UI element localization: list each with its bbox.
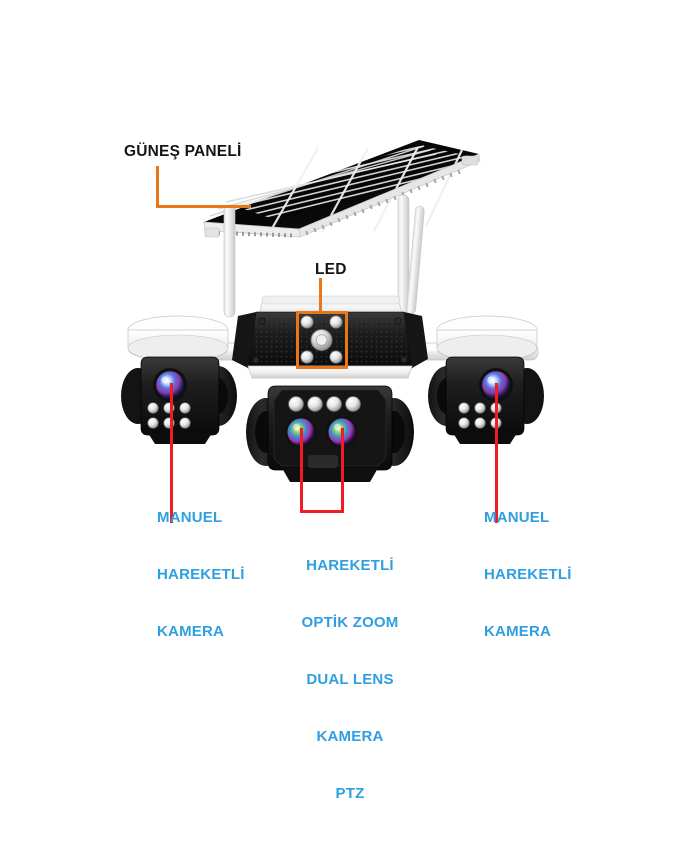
left-camera-led-grid: [147, 402, 191, 429]
left-camera-leader-line: [170, 383, 173, 523]
floodlight-led-array: [300, 315, 343, 364]
ptz-label-line-4: KAMERA: [316, 728, 384, 745]
right-camera-label: MANUEL HAREKETLİ KAMERA: [484, 470, 572, 679]
solar-panel: [203, 140, 481, 238]
ptz-dual-lens-module: [246, 385, 414, 482]
ptz-label-line-5: PTZ: [335, 785, 365, 802]
solar-panel-leader-horizontal: [156, 205, 251, 208]
right-manual-camera: [428, 315, 544, 444]
ptz-camera-label: HAREKETLİ OPTİK ZOOM DUAL LENS KAMERA PT…: [260, 518, 440, 841]
left-camera-label-line-1: MANUEL: [157, 509, 223, 526]
right-camera-label-line-3: KAMERA: [484, 623, 552, 640]
illustration-canvas: GÜNEŞ PANELİ LED MANUEL HAREKETLİ KAMERA…: [121, 140, 572, 802]
product-illustration: [121, 140, 544, 482]
ptz-label-line-3: DUAL LENS: [306, 671, 394, 688]
ptz-leader-line-left: [300, 428, 303, 512]
ptz-label-line-1: HAREKETLİ: [306, 557, 394, 574]
solar-panel-label: GÜNEŞ PANELİ: [124, 143, 242, 160]
antenna-posts: [223, 194, 425, 318]
left-camera-label-line-2: HAREKETLİ: [157, 566, 245, 583]
ptz-leader-bracket-base: [300, 510, 344, 513]
right-camera-label-line-1: MANUEL: [484, 509, 550, 526]
ptz-led-row: [288, 396, 361, 412]
led-label: LED: [315, 261, 347, 278]
ptz-leader-line-right: [341, 428, 344, 512]
solar-panel-leader-vertical: [156, 166, 159, 208]
left-manual-camera: [121, 315, 237, 444]
led-leader-line: [319, 278, 322, 314]
left-camera-label: MANUEL HAREKETLİ KAMERA: [157, 470, 245, 679]
right-camera-leader-line: [495, 383, 498, 523]
led-highlight-box: [296, 311, 348, 369]
left-camera-label-line-3: KAMERA: [157, 623, 225, 640]
ptz-label-line-2: OPTİK ZOOM: [301, 614, 399, 631]
floodlight-housing: [232, 295, 428, 379]
right-camera-label-line-2: HAREKETLİ: [484, 566, 572, 583]
